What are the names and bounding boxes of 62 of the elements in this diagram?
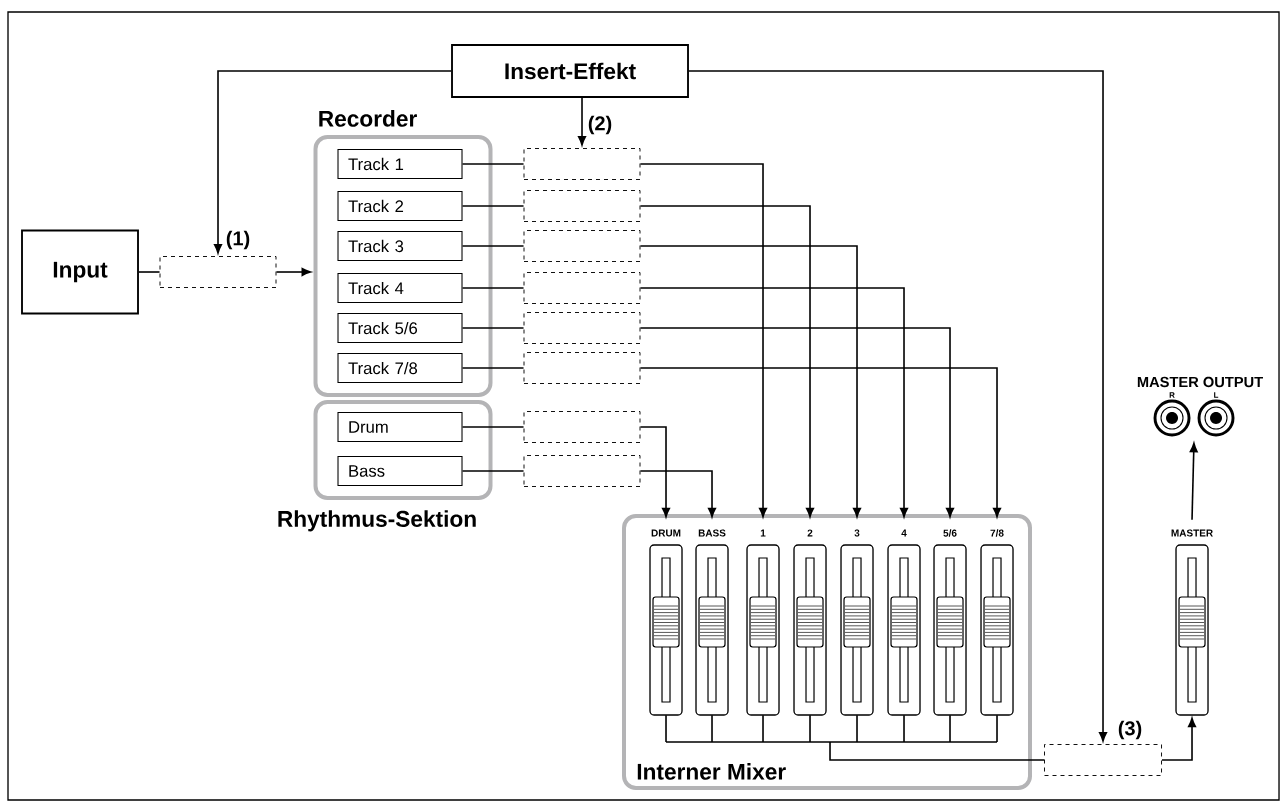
callout-number: (2) [588, 115, 612, 135]
track-box: Track 2 [337, 190, 463, 222]
fader: 5/6 [933, 529, 967, 716]
effect-box: Insert-Effekt [451, 44, 689, 98]
node-label: MASTER OUTPUT [1137, 376, 1263, 388]
node-label: Rhythmus-Sektion [278, 510, 476, 532]
node-label: DRUM [651, 529, 681, 537]
track-box: Drum [337, 411, 463, 443]
insert-point-box [523, 272, 641, 304]
arrow [639, 426, 671, 518]
insert-point-box [159, 230, 277, 288]
fader: MASTER [1171, 529, 1213, 716]
arrow [1161, 717, 1197, 761]
node-label: L [1214, 392, 1219, 398]
arrow [639, 163, 768, 518]
node-label: BASS [698, 529, 726, 537]
arrow [213, 70, 452, 254]
insert-point-box [523, 230, 641, 262]
arrow [639, 470, 717, 518]
track-box: Track 4 [337, 272, 463, 304]
insert-point-box [523, 312, 641, 344]
node-label: R [1169, 392, 1175, 398]
fader: BASS [695, 529, 729, 716]
insert-point-box [1044, 720, 1162, 776]
track-box: Track 7/8 [337, 352, 463, 384]
arrow [639, 327, 955, 518]
callout-number: (3) [1118, 720, 1142, 740]
fader: 3 [840, 529, 874, 716]
arrow [639, 245, 862, 518]
output-jacks: MASTER OUTPUT R L [1137, 376, 1263, 437]
arrow [688, 70, 1108, 742]
arrow [639, 367, 1002, 518]
track-box: Track 3 [337, 230, 463, 262]
fader: 7/8 [980, 529, 1014, 716]
node-label: MASTER [1171, 529, 1213, 537]
insert-point-box [523, 455, 641, 487]
insert-point-box [523, 411, 641, 443]
node-label: 3 [854, 529, 860, 537]
node-label: 4 [901, 529, 907, 537]
node-label: 5/6 [943, 529, 957, 537]
callout-number: (1) [226, 230, 250, 250]
fader: DRUM [649, 529, 683, 716]
arrow [577, 97, 587, 146]
track-box: Track 5/6 [337, 312, 463, 344]
fader: 2 [793, 529, 827, 716]
node-label: 7/8 [990, 529, 1004, 537]
fader: 1 [746, 529, 780, 716]
track-box: Bass [337, 455, 463, 487]
insert-point-box [523, 190, 641, 222]
node-label: Recorder [319, 110, 417, 127]
arrow [1189, 442, 1198, 521]
insert-point-box [523, 352, 641, 384]
fader: 4 [887, 529, 921, 716]
arrow [639, 287, 909, 518]
arrow [275, 267, 312, 277]
bus-line [665, 714, 1045, 761]
node-label: 2 [807, 529, 813, 537]
arrow [639, 205, 815, 518]
insert-point-box [523, 115, 641, 180]
node-label: 1 [760, 529, 766, 537]
track-box: Track 1 [337, 148, 463, 180]
input-box: Input [21, 229, 139, 315]
